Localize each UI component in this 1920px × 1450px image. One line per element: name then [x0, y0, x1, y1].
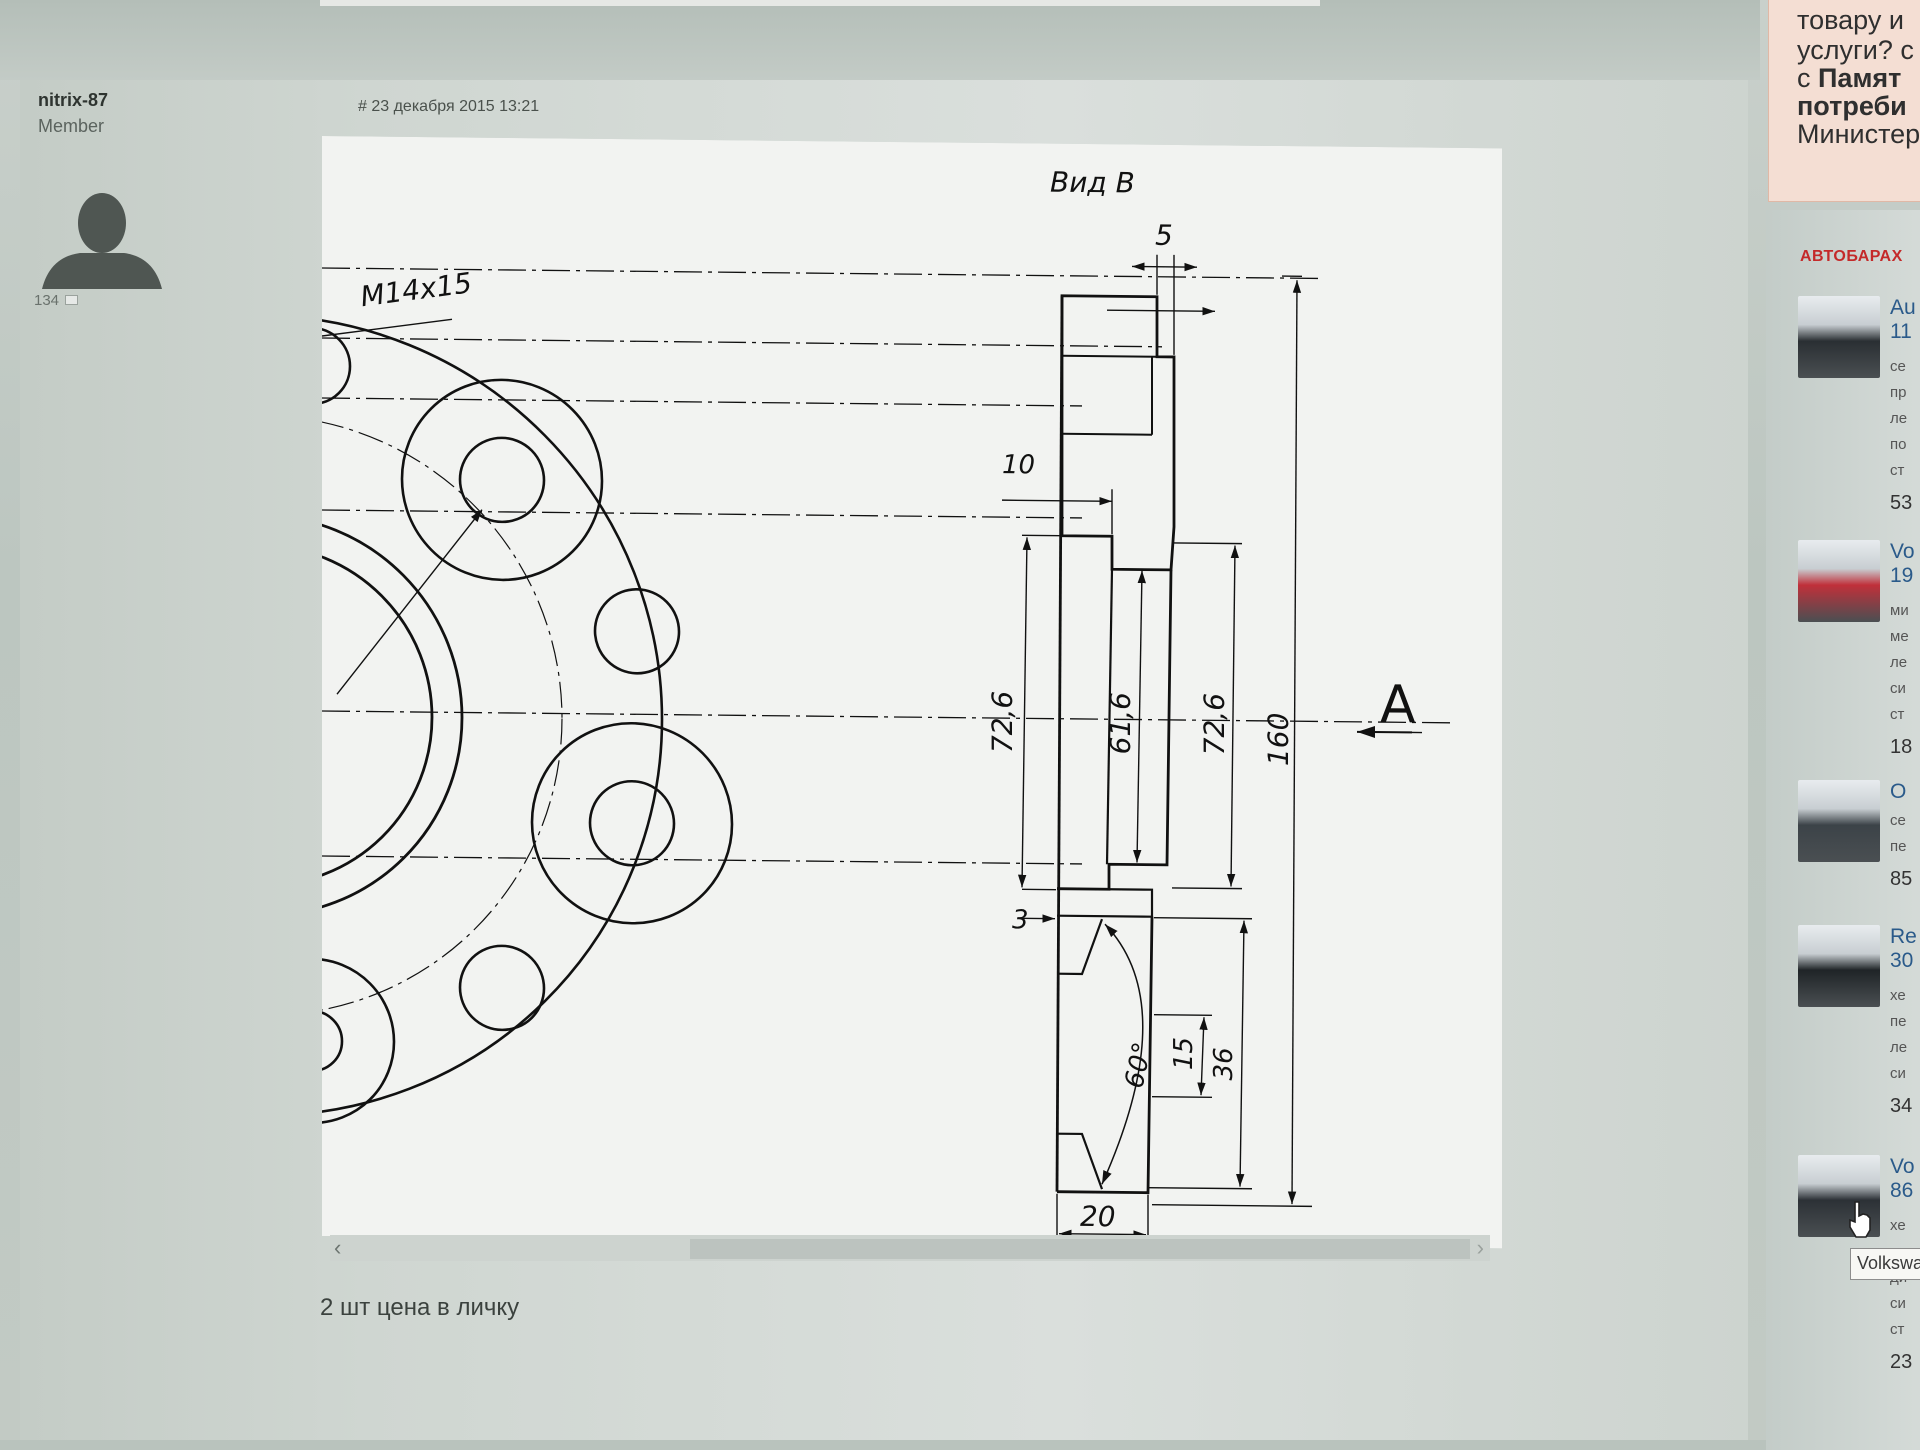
dim-top-step: 5: [1155, 219, 1173, 252]
listing-price: 53: [1890, 492, 1912, 515]
listing-desc-line: ст: [1890, 706, 1904, 723]
listing-title[interactable]: Vo: [1890, 1155, 1915, 1179]
ad-line-4: потреби: [1797, 91, 1907, 122]
section-label: A: [1380, 675, 1416, 735]
listing-desc-line: си: [1890, 1065, 1906, 1082]
listing-desc-line: хе: [1890, 1217, 1906, 1234]
listing-desc-line: ст: [1890, 462, 1904, 479]
listing-desc-line: пе: [1890, 1013, 1906, 1030]
post-body-text: 2 шт цена в личку: [320, 1294, 519, 1322]
author-role: Member: [38, 116, 104, 137]
dim-small-3: 3: [1012, 905, 1029, 935]
technical-drawing: Вид В 5 M14x15 10 72,6 61,6 72,6 160 3 6…: [322, 136, 1502, 1248]
listing-desc-line: по: [1890, 436, 1906, 453]
listing-thumbnail[interactable]: [1798, 925, 1880, 1007]
listing-desc-line: си: [1890, 680, 1906, 697]
ad-line-3-bold: Памят: [1818, 63, 1901, 93]
dim-right-72: 72,6: [1198, 693, 1231, 756]
listing-desc-line: ле: [1890, 654, 1907, 671]
ad-line-3: с Памят: [1797, 63, 1901, 94]
post-date[interactable]: # 23 декабря 2015 13:21: [358, 98, 539, 116]
listing-desc-line: ми: [1890, 602, 1909, 619]
listing-title[interactable]: Vo: [1890, 540, 1915, 564]
sidebar-ad-banner[interactable]: товару и услуги? с с Памят потреби Минис…: [1768, 0, 1920, 202]
dim-overall-160: 160: [1262, 712, 1295, 766]
listing-year: 19: [1890, 564, 1913, 588]
listing-price: 85: [1890, 868, 1912, 891]
post-author-panel: nitrix-87 Member 134: [20, 80, 320, 1440]
ad-line-2: услуги? с: [1797, 35, 1914, 66]
dim-inner-61: 61,6: [1104, 692, 1137, 755]
listing-thumbnail[interactable]: [1798, 540, 1880, 622]
ad-line-1: товару и: [1797, 5, 1904, 36]
listing-desc-line: ле: [1890, 1039, 1907, 1056]
message-icon: [65, 295, 78, 305]
author-username[interactable]: nitrix-87: [38, 90, 108, 111]
default-avatar-icon: [42, 185, 162, 290]
dim-36: 36: [1209, 1047, 1239, 1080]
listing-tooltip: Volkswa: [1850, 1248, 1920, 1280]
listing-year: 86: [1890, 1179, 1913, 1203]
scroll-left-icon[interactable]: ‹: [334, 1235, 341, 1261]
listing-year: 11: [1890, 320, 1912, 344]
listing-title[interactable]: O: [1890, 780, 1906, 804]
scroll-right-icon[interactable]: ›: [1477, 1235, 1484, 1261]
listing-year: 30: [1890, 949, 1913, 973]
post-count-value: 134: [34, 292, 59, 309]
listing-desc-line: се: [1890, 812, 1906, 829]
view-label: Вид В: [1050, 166, 1135, 200]
listing-desc-line: ме: [1890, 628, 1909, 645]
ad-line-5: Министер: [1797, 119, 1920, 150]
dim-15: 15: [1169, 1037, 1199, 1070]
hand-cursor-icon: [1846, 1200, 1876, 1240]
listing-price: 23: [1890, 1351, 1912, 1374]
listing-desc-line: ле: [1890, 410, 1907, 427]
scrollbar-thumb[interactable]: [690, 1239, 1470, 1259]
listing-desc-line: пе: [1890, 838, 1906, 855]
listing-price: 18: [1890, 736, 1912, 759]
header-divider: [320, 0, 1320, 6]
ad-line-3-prefix: с: [1797, 63, 1818, 93]
drawing-canvas: Вид В 5 M14x15 10 72,6 61,6 72,6 160 3 6…: [322, 136, 1502, 1248]
listing-desc-line: си: [1890, 1295, 1906, 1312]
listing-desc-line: ст: [1890, 1321, 1904, 1338]
page-header-strip: [0, 0, 1760, 80]
avatar[interactable]: [42, 185, 162, 290]
listing-price: 34: [1890, 1095, 1912, 1118]
listing-title[interactable]: Re: [1890, 925, 1917, 949]
listing-title[interactable]: Au: [1890, 296, 1916, 320]
dim-left-72: 72,6: [986, 691, 1019, 754]
listing-desc-line: хе: [1890, 987, 1906, 1004]
listing-thumbnail[interactable]: [1798, 296, 1880, 378]
dim-width-20: 20: [1080, 1200, 1116, 1233]
listing-desc-line: пр: [1890, 384, 1906, 401]
listing-desc-line: се: [1890, 358, 1906, 375]
author-post-count: 134: [34, 292, 78, 309]
drawing-horizontal-scrollbar[interactable]: ‹ ›: [330, 1235, 1490, 1261]
sidebar-title[interactable]: АВТОБАРАХ: [1800, 248, 1903, 266]
dim-step-10: 10: [1002, 450, 1035, 480]
drawing-sheet: [322, 136, 1502, 1248]
listing-thumbnail[interactable]: [1798, 780, 1880, 862]
